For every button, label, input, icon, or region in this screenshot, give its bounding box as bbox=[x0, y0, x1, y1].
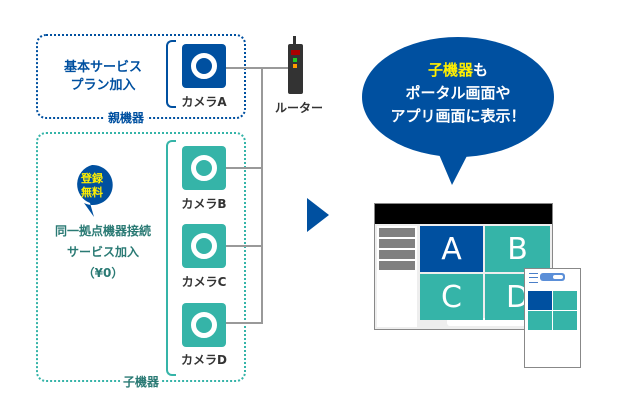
parent-group-label: 親機器 bbox=[104, 109, 148, 126]
line-a bbox=[226, 67, 290, 69]
tile-a: A bbox=[420, 226, 483, 272]
bubble-line-3: アプリ画面に表示！ bbox=[390, 107, 526, 125]
line-c bbox=[226, 245, 262, 247]
badge-text-1: 登録 bbox=[81, 172, 103, 185]
line-trunk bbox=[261, 67, 263, 324]
camera-d-icon bbox=[182, 303, 226, 347]
bubble-line-2: ポータル画面や bbox=[405, 84, 511, 102]
camera-a-icon bbox=[182, 44, 226, 88]
toggle-icon bbox=[540, 273, 565, 281]
smartphone-screen bbox=[524, 268, 581, 368]
menu-icon bbox=[529, 273, 538, 283]
line-d bbox=[226, 322, 262, 324]
camera-c-icon bbox=[182, 224, 226, 268]
free-badge bbox=[77, 164, 113, 217]
child-bracket bbox=[166, 140, 176, 376]
bubble-highlight: 子機器 bbox=[427, 61, 473, 79]
pc-scrollbar bbox=[447, 318, 547, 326]
camera-b-label: カメラB bbox=[181, 197, 227, 211]
child-group-label: 子機器 bbox=[119, 373, 163, 390]
plan-text-1: 基本サービス bbox=[63, 60, 142, 75]
bubble-line-1-rest: も bbox=[473, 61, 489, 79]
router-icon bbox=[288, 36, 303, 94]
badge-shape bbox=[77, 164, 113, 217]
camera-d-label: カメラD bbox=[181, 353, 227, 367]
service-text-3: （¥0） bbox=[82, 266, 124, 280]
speech-bubble bbox=[362, 37, 554, 185]
badge-text-2: 無料 bbox=[81, 186, 103, 199]
arrow-right-icon bbox=[307, 198, 329, 232]
router-label: ルーター bbox=[274, 101, 323, 115]
camera-a-label: カメラA bbox=[181, 95, 227, 109]
bubble-line-1: 子機器も bbox=[358, 59, 558, 80]
camera-c-label: カメラC bbox=[181, 275, 227, 289]
service-text-1: 同一拠点機器接続 bbox=[54, 224, 151, 238]
tile-b: B bbox=[485, 226, 550, 272]
line-b bbox=[226, 167, 262, 169]
tile-c: C bbox=[420, 274, 483, 320]
parent-bracket bbox=[166, 40, 176, 108]
service-text-2: サービス加入 bbox=[66, 245, 139, 259]
plan-text-2: プラン加入 bbox=[70, 78, 136, 93]
pc-header-bar bbox=[375, 204, 552, 224]
camera-b-icon bbox=[182, 146, 226, 190]
